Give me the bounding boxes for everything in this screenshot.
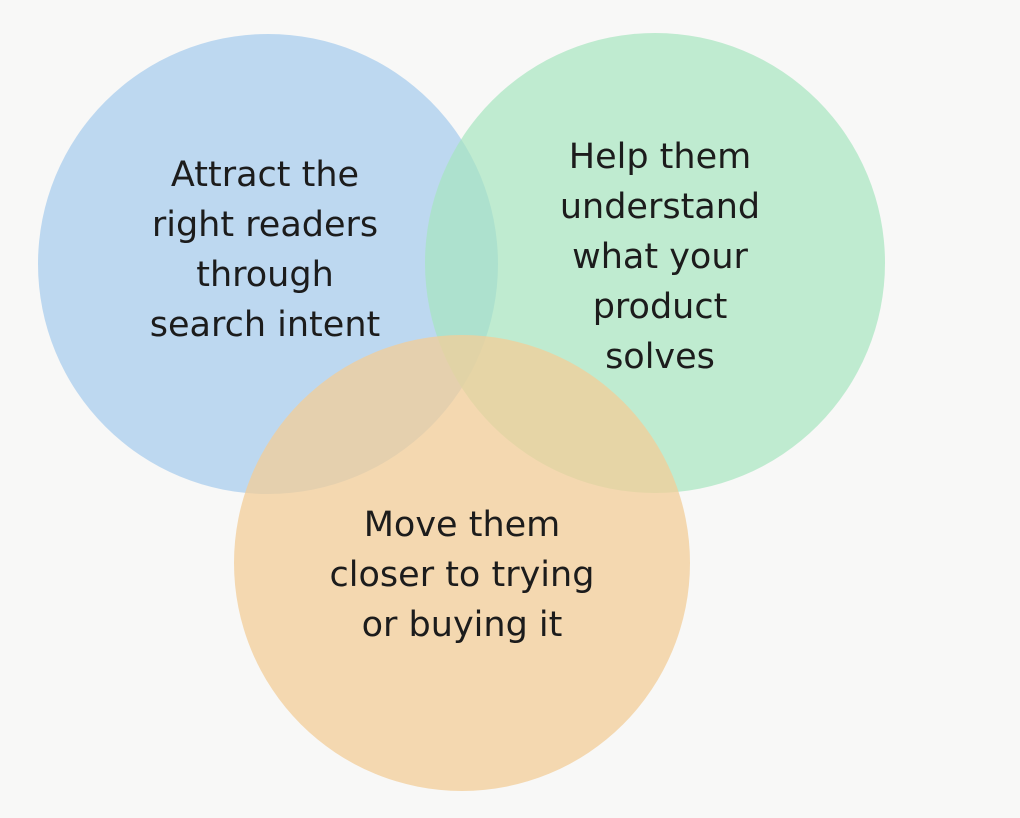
label-convert: Move them closer to trying or buying it <box>329 505 595 645</box>
label-understand: Help them understand what your product s… <box>559 137 761 377</box>
label-attract: Attract the right readers through search… <box>149 155 381 345</box>
circle-convert <box>234 335 690 791</box>
